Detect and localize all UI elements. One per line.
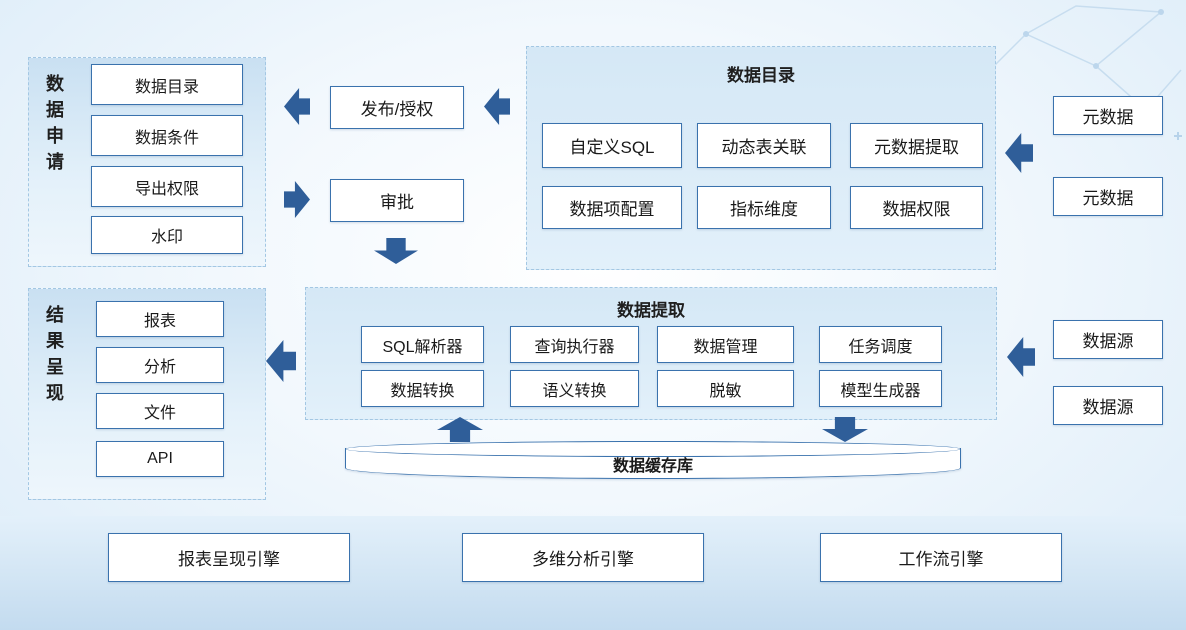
cylinder-top-ellipse [345,441,961,457]
node-data-management: 数据管理 [657,326,794,363]
node-datasource-1: 数据源 [1053,320,1163,359]
arrow-application-to-approval-icon [284,181,310,218]
node-approval: 审批 [330,179,464,222]
node-data-transform: 数据转换 [361,370,484,407]
node-data-item-config: 数据项配置 [542,186,682,229]
arrow-extraction-to-result-icon [266,340,296,382]
arrow-approval-down-icon [374,238,418,264]
group-data-catalog: 数据目录 自定义SQL 动态表关联 元数据提取 数据项配置 指标维度 数据权限 [526,46,996,270]
node-analysis: 分析 [96,347,224,383]
node-metadata-extract: 元数据提取 [850,123,983,168]
group-data-catalog-title: 数据目录 [727,66,795,85]
group-data-extraction: 数据提取 SQL解析器 查询执行器 数据管理 任务调度 数据转换 语义转换 脱敏… [305,287,997,420]
node-dynamic-table-join: 动态表关联 [697,123,831,168]
node-data-condition: 数据条件 [91,115,243,156]
node-workflow-engine: 工作流引擎 [820,533,1062,582]
node-task-scheduler: 任务调度 [819,326,942,363]
arrow-publish-to-application-icon [284,88,310,125]
node-model-generator: 模型生成器 [819,370,942,407]
node-watermark: 水印 [91,216,243,254]
node-publish-authorize: 发布/授权 [330,86,464,129]
node-report: 报表 [96,301,224,337]
node-report-engine: 报表呈现引擎 [108,533,350,582]
node-olap-engine: 多维分析引擎 [462,533,704,582]
node-data-catalog-item: 数据目录 [91,64,243,105]
node-indicator-dimension: 指标维度 [697,186,831,229]
data-cache-label: 数据缓存库 [612,458,693,475]
node-semantic-transform: 语义转换 [510,370,639,407]
node-desensitization: 脱敏 [657,370,794,407]
arrow-catalog-to-publish-icon [484,88,510,125]
node-custom-sql: 自定义SQL [542,123,682,168]
data-cache-cylinder: 数据缓存库 [345,441,961,479]
node-data-permission: 数据权限 [850,186,983,229]
node-api: API [96,441,224,477]
node-metadata-2: 元数据 [1053,177,1163,216]
group-result-presentation-title: 结果呈现 [44,305,64,409]
node-file: 文件 [96,393,224,429]
group-data-application-title: 数据申请 [44,74,64,178]
group-result-presentation: 结果呈现 报表 分析 文件 API [28,288,266,500]
arrow-source-to-extraction-icon [1007,337,1035,377]
arrow-metadata-to-catalog-icon [1005,133,1033,173]
node-metadata-1: 元数据 [1053,96,1163,135]
group-data-application: 数据申请 数据目录 数据条件 导出权限 水印 [28,57,266,267]
arrow-extraction-to-cache-icon [822,417,868,442]
node-query-executor: 查询执行器 [510,326,639,363]
group-data-extraction-title: 数据提取 [617,301,685,320]
node-export-permission: 导出权限 [91,166,243,207]
arrow-cache-up-icon [437,417,483,442]
node-datasource-2: 数据源 [1053,386,1163,425]
node-sql-parser: SQL解析器 [361,326,484,363]
